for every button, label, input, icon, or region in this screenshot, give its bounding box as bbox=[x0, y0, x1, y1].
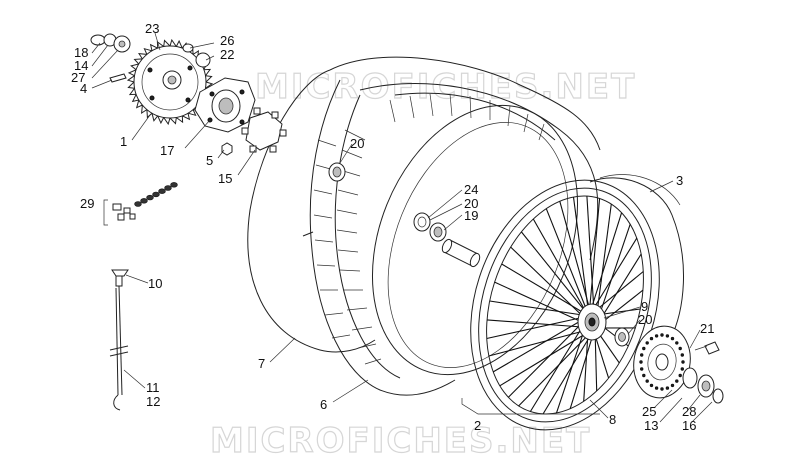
callout-10: 10 bbox=[148, 276, 162, 291]
watermark-top: MICROFICHES.NET bbox=[255, 67, 636, 107]
callout-15: 15 bbox=[218, 171, 232, 186]
callout-14: 14 bbox=[74, 58, 88, 73]
hub-spacers bbox=[682, 367, 724, 404]
callout-29: 29 bbox=[80, 196, 94, 211]
callout-22: 22 bbox=[220, 47, 234, 62]
callout-24: 24 bbox=[464, 182, 478, 197]
bracket-2 bbox=[461, 398, 600, 415]
tire bbox=[247, 56, 601, 396]
leader-lines bbox=[91, 32, 713, 423]
watermark-bottom: MICROFICHES.NET bbox=[210, 421, 591, 461]
callout-11: 11 bbox=[146, 380, 160, 395]
bearing-19 bbox=[429, 222, 447, 242]
callout-3: 3 bbox=[676, 173, 683, 188]
callout-13: 13 bbox=[644, 418, 658, 433]
nut-5 bbox=[221, 142, 233, 156]
callout-4: 4 bbox=[80, 81, 87, 96]
callout-19: 19 bbox=[464, 208, 478, 223]
callout-2: 2 bbox=[474, 418, 481, 433]
callout-8: 8 bbox=[609, 412, 616, 427]
bearing-20-left bbox=[328, 162, 346, 182]
callout-18: 18 bbox=[74, 45, 88, 60]
cush-drive-rubber bbox=[241, 107, 287, 153]
bearing-20-right bbox=[614, 327, 630, 347]
callout-7: 7 bbox=[258, 356, 265, 371]
seal-24 bbox=[413, 212, 431, 232]
disc-bolts bbox=[694, 341, 720, 355]
callout-25: 25 bbox=[642, 404, 656, 419]
callout-21: 21 bbox=[700, 321, 714, 336]
callout-16: 16 bbox=[682, 418, 696, 433]
brake-disc bbox=[633, 325, 691, 399]
rear-axle bbox=[109, 269, 129, 411]
spokes bbox=[486, 196, 644, 415]
callout-20-mid: 20 bbox=[464, 196, 478, 211]
callout-1: 1 bbox=[120, 134, 127, 149]
sprocket-carrier bbox=[194, 77, 256, 133]
sprocket bbox=[126, 38, 214, 126]
callout-20-hub: 20 bbox=[638, 312, 652, 327]
sprocket-small-parts bbox=[90, 33, 211, 83]
callout-17: 17 bbox=[160, 143, 174, 158]
callout-28: 28 bbox=[682, 404, 696, 419]
callout-9: 9 bbox=[641, 299, 648, 314]
bolt-set bbox=[103, 182, 178, 226]
callout-12: 12 bbox=[146, 394, 160, 409]
wheel-hub bbox=[577, 303, 607, 341]
callout-26: 26 bbox=[220, 33, 234, 48]
callout-5: 5 bbox=[206, 153, 213, 168]
callout-20-tire: 20 bbox=[350, 136, 364, 151]
spacer-tube bbox=[441, 238, 481, 268]
callout-23: 23 bbox=[145, 21, 159, 36]
callout-6: 6 bbox=[320, 397, 327, 412]
callout-labels: 23 18 14 27 4 26 22 1 17 5 15 20 24 20 1… bbox=[71, 21, 714, 433]
callout-27: 27 bbox=[71, 70, 85, 85]
